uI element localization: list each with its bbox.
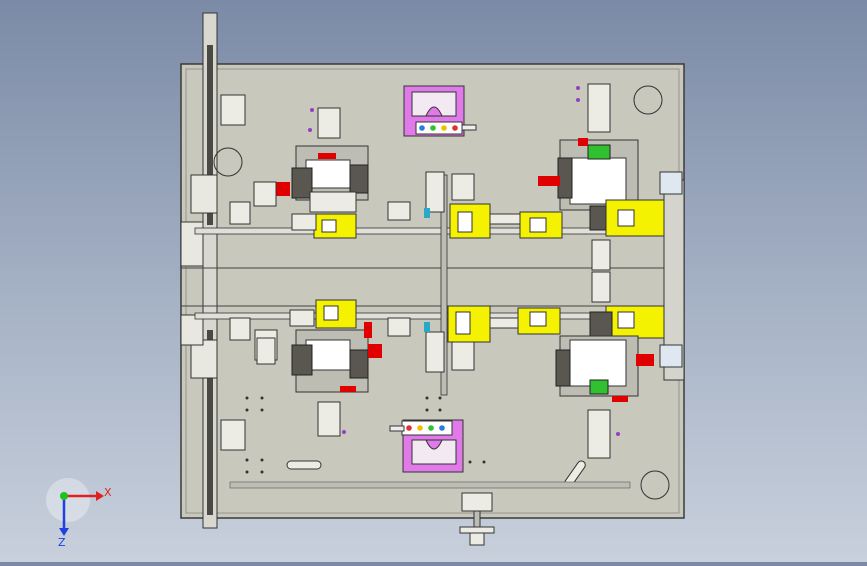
guide-block-ll	[229, 317, 251, 341]
fixture-upper-left	[253, 107, 369, 239]
left-edge-block-2	[180, 314, 204, 346]
bottom-connector-disc	[459, 526, 495, 534]
round-boss-top-right	[633, 85, 663, 115]
bottom-connector-stem	[473, 510, 481, 528]
triad-z-label: Z	[58, 536, 66, 549]
bottom-pin	[286, 460, 322, 470]
slide-lower-center	[387, 305, 561, 373]
slide-upper-center	[387, 171, 563, 239]
left-rail	[202, 12, 218, 529]
bottom-connector-tip	[469, 532, 485, 546]
triad-origin-glow	[46, 478, 90, 522]
right-cyan-block-2	[659, 344, 683, 368]
bottom-connector	[461, 492, 493, 512]
hmi-box-bottom-cutout	[425, 439, 443, 450]
mount-block	[220, 94, 246, 126]
guide-block-ul2	[256, 337, 276, 365]
triad-x-label: X	[104, 486, 112, 499]
round-boss-left	[213, 147, 243, 177]
left-rail-bracket-2	[190, 339, 218, 379]
fixture-upper-right	[538, 83, 665, 271]
indicator-light-blue-b	[439, 425, 445, 431]
indicator-light-yellow-b	[417, 425, 423, 431]
indicator-light-green-b	[428, 425, 434, 431]
indicator-light-yellow	[441, 125, 447, 131]
indicator-light-green	[430, 125, 436, 131]
indicator-light-red	[452, 125, 458, 131]
coordinate-triad: X Z	[46, 478, 112, 549]
triad-z-arrow	[59, 528, 69, 536]
hmi-cable-b	[389, 425, 405, 432]
round-boss-bottom-right	[640, 470, 670, 500]
hmi-cable	[461, 124, 477, 131]
triad-y-axis-dot	[60, 492, 68, 500]
hmi-box-top-cutout	[425, 106, 443, 117]
guide-block-ul	[229, 201, 251, 225]
left-rail-slot-top	[207, 45, 213, 225]
fixture-lower-right	[555, 271, 665, 459]
left-rail-bracket	[190, 174, 218, 214]
left-rail-slot-bottom	[207, 330, 213, 515]
bolt-holes-bottom-left	[245, 396, 486, 474]
indicator-light-blue	[419, 125, 425, 131]
mount-block-2	[220, 419, 246, 451]
bottom-edge-strip	[229, 481, 631, 489]
triad-x-arrow	[96, 491, 104, 501]
right-cyan-block	[659, 171, 683, 195]
indicator-light-red-b	[406, 425, 412, 431]
